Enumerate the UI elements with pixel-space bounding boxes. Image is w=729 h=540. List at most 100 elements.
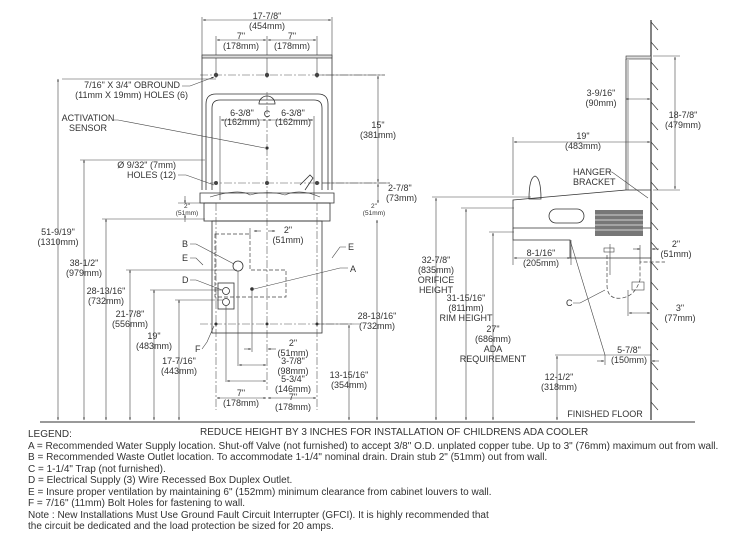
overall-width-mm: (454mm) — [249, 21, 285, 31]
bolt-hole — [315, 322, 319, 326]
cooler-top — [512, 189, 652, 229]
bottom-right-7-in: 7" — [289, 392, 297, 402]
activation-sensor-label-2: SENSOR — [69, 123, 108, 133]
hole-spacing-left-in: 7" — [237, 31, 245, 41]
height-4-mm: (483mm) — [136, 341, 172, 351]
rim-in: 31-15/16" — [447, 293, 486, 303]
trap-label: C — [566, 298, 573, 308]
legend-item-a: A = Recommended Water Supply location. S… — [28, 440, 719, 452]
callout-b: B — [182, 239, 188, 249]
obround-hole — [213, 72, 219, 78]
hole-spacing-left-mm: (178mm) — [223, 41, 259, 51]
legend-item-c: C = 1-1/4" Trap (not furnished). — [28, 463, 166, 475]
toe-height-in: 12-1/2" — [545, 372, 574, 382]
right-height-0-in: 28-13/16" — [358, 311, 397, 321]
bottom-left-7-mm: (178mm) — [223, 398, 259, 408]
legend: LEGEND: A = Recommended Water Supply loc… — [28, 429, 728, 533]
height-15-in: 15" — [371, 120, 384, 130]
hanger-bracket-label-2: BRACKET — [573, 177, 616, 187]
mounting-hole — [265, 181, 269, 185]
height-1-mm: (979mm) — [66, 268, 102, 278]
basin — [199, 192, 335, 204]
bottom-dim-2-in: 5-3/4" — [281, 374, 305, 384]
center-2in-in: 2" — [284, 225, 292, 235]
orifice-label-1: ORIFICE — [418, 275, 455, 285]
sensor-dome — [258, 95, 276, 105]
right-height-1-mm: (354mm) — [331, 380, 367, 390]
height-5-mm: (443mm) — [161, 366, 197, 376]
orifice-in: 32-7/8" — [422, 255, 451, 265]
center-2in-mm: (51mm) — [273, 235, 304, 245]
bottom-dim-0-mm: (51mm) — [278, 348, 309, 358]
callout-f: F — [195, 344, 201, 354]
centerline-mark: C — [264, 109, 271, 119]
ada-in: 27" — [486, 324, 499, 334]
legend-item-b: B = Recommended Waste Outlet location. T… — [28, 452, 548, 463]
water-supply — [250, 287, 254, 291]
sensor-offset-left-in: 6-3/8" — [230, 108, 254, 118]
right-2in-in: 2" — [371, 203, 378, 210]
finished-floor-label: FINISHED FLOOR — [567, 409, 643, 419]
height-3-mm: (556mm) — [112, 319, 148, 329]
bottom-gap-in: 2-7/8" — [388, 183, 412, 193]
legend-item-d: D = Electrical Supply (3) Wire Recessed … — [28, 475, 293, 486]
depth-in: 19" — [576, 131, 589, 141]
sensor-offset-right-in: 6-3/8" — [281, 108, 305, 118]
push-bar — [548, 208, 585, 224]
bottom-dim-0-in: 2" — [289, 338, 297, 348]
knee-in: 8-1/16" — [527, 248, 556, 258]
overall-width-in: 17-7/8" — [253, 11, 282, 21]
obround-hole — [264, 72, 270, 78]
mounting-hole — [315, 181, 319, 185]
ada-mm: (686mm) — [475, 334, 511, 344]
bottom-right-7-mm: (178mm) — [275, 402, 311, 412]
callout-e-left: E — [182, 253, 188, 263]
height-3-in: 21-7/8" — [116, 309, 145, 319]
obround-holes-label-1: 7/16" X 3/4" OBROUND — [84, 80, 180, 90]
height-0-in: 51-9/19" — [41, 227, 75, 237]
toe-height-mm: (318mm) — [541, 382, 577, 392]
wall-offset-in: 3-9/16" — [587, 88, 616, 98]
wall-offset-mm: (90mm) — [586, 98, 617, 108]
activation-sensor-label-1: ACTIVATION — [62, 113, 115, 123]
round-holes-label-2: HOLES (12) — [127, 170, 176, 180]
knee-mm: (205mm) — [523, 258, 559, 268]
bottom-left-7-in: 7" — [237, 388, 245, 398]
orifice-mm: (835mm) — [418, 265, 454, 275]
svg-text:_____: _____ — [44, 227, 71, 237]
louvers — [595, 210, 643, 236]
drain-stub-in: 2" — [672, 239, 680, 249]
bottom-gap-mm: (73mm) — [386, 193, 417, 203]
bracket-height-in: 18-7/8" — [669, 110, 698, 120]
trap — [606, 255, 665, 299]
legend-title: LEGEND: — [28, 429, 72, 440]
right-height-0-mm: (732mm) — [359, 321, 395, 331]
left-2in-in: 2" — [184, 203, 191, 210]
bracket-height-mm: (479mm) — [665, 120, 701, 130]
rim-mm: (811mm) — [448, 303, 483, 313]
bottom-dim-2-mm: (146mm) — [275, 384, 311, 394]
height-4-in: 19" — [147, 331, 160, 341]
sensor-offset-left-mm: (162mm) — [224, 117, 260, 127]
right-height-1-in: 13-15/16" — [330, 370, 369, 380]
toe-mm: (150mm) — [611, 355, 647, 365]
callout-a: A — [350, 264, 356, 274]
bubbler-side — [528, 175, 542, 200]
side-view: 3-9/16" (90mm) 18-7/8" (479mm) 19" (483m… — [418, 20, 701, 421]
activation-sensor — [265, 146, 269, 150]
legend-item-e: E = Insure proper ventilation by maintai… — [28, 486, 492, 498]
height-2-mm: (732mm) — [88, 296, 124, 306]
supply-in: 3" — [676, 303, 684, 313]
hole-spacing-right-in: 7" — [288, 31, 296, 41]
sensor-offset-right-mm: (162mm) — [275, 117, 311, 127]
bottom-dim-1-mm: (98mm) — [278, 366, 309, 376]
front-view: 17-7/8" (454mm) 7" (178mm) 7" (178mm) 7/… — [37, 11, 417, 421]
orifice-label-2: HEIGHT — [419, 285, 454, 295]
ada-label-2: REQUIREMENT — [460, 354, 527, 364]
left-2in-mm: (51mm) — [176, 210, 198, 217]
obround-hole — [314, 72, 320, 78]
legend-note-2: the circuit be dedicated and the load pr… — [28, 521, 334, 532]
waste-outlet — [232, 260, 244, 272]
height-1-in: 38-1/2" — [70, 258, 99, 268]
height-0-mm: (1310mm) — [37, 237, 78, 247]
